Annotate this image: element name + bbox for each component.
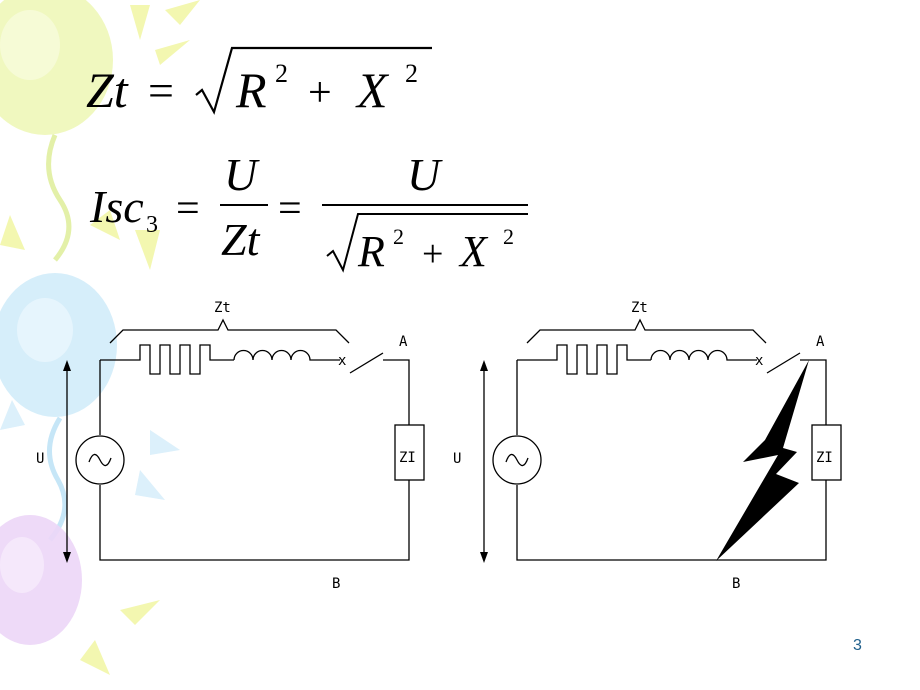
equals-sign: = <box>176 186 200 232</box>
plus-sign: + <box>422 233 443 275</box>
impedance-brace <box>526 318 767 344</box>
ac-source <box>492 435 542 485</box>
zt-symbol: Zt <box>86 62 129 118</box>
node-a-label: A <box>816 334 825 350</box>
equals-sign: = <box>278 186 302 232</box>
sparkle-rays <box>0 0 200 675</box>
load-label: ZI <box>816 450 833 466</box>
fraction-numerator-u: U <box>407 149 443 200</box>
circuit-wire-right <box>800 359 827 425</box>
circuit-wire-bottom <box>516 480 827 561</box>
voltage-arrowhead-bottom <box>63 552 71 563</box>
impedance-equation: Zt = R 2 + X 2 <box>86 46 432 118</box>
circuit-normal: Zt x A ZI U B <box>36 300 425 592</box>
breaker-cross: x <box>338 353 346 369</box>
page-number: 3 <box>853 637 862 654</box>
switch-blade <box>766 352 801 374</box>
equals-sign: = <box>148 65 174 116</box>
zt-label: Zt <box>631 300 648 316</box>
blue-balloon-highlight <box>17 298 73 362</box>
fraction-numerator-u: U <box>224 149 260 200</box>
fraction-denominator-zt: Zt <box>221 214 261 265</box>
x-symbol: X <box>355 62 390 118</box>
sine-wave-icon <box>88 453 112 467</box>
breaker-cross: x <box>755 353 763 369</box>
inductor <box>233 349 340 361</box>
r-exponent: 2 <box>275 59 288 88</box>
x-exponent: 2 <box>405 59 418 88</box>
switch-blade <box>349 352 384 374</box>
lightning-bolt-icon <box>716 360 809 561</box>
circuit-wire-top <box>100 344 234 375</box>
isc-symbol: Isc <box>89 181 144 232</box>
voltage-arrowhead-top <box>63 360 71 371</box>
circuit-wire-right <box>383 359 410 425</box>
voltage-arrowhead-bottom <box>480 552 488 563</box>
balloon-string <box>46 134 72 262</box>
voltage-label: U <box>453 451 461 467</box>
node-a-label: A <box>399 334 408 350</box>
impedance-brace <box>109 318 350 344</box>
circuit-wire-top <box>517 344 651 375</box>
circuit-fault: Zt x A ZI U B <box>453 300 842 592</box>
node-b-label: B <box>732 576 740 592</box>
node-b-label: B <box>332 576 340 592</box>
decorative-balloons <box>0 0 200 675</box>
purple-balloon-highlight <box>0 537 44 593</box>
voltage-label: U <box>36 451 44 467</box>
balloon-string <box>47 416 68 542</box>
square-root-sign <box>326 213 528 273</box>
short-circuit-current-equation: Isc 3 = U Zt = U R 2 + X 2 <box>89 149 528 276</box>
yellow-balloon-highlight <box>0 10 60 80</box>
load-label: ZI <box>399 450 416 466</box>
x-exponent: 2 <box>503 224 514 249</box>
zt-label: Zt <box>214 300 231 316</box>
x-symbol: X <box>458 227 489 276</box>
voltage-arrowhead-top <box>480 360 488 371</box>
r-exponent: 2 <box>393 224 404 249</box>
isc-subscript: 3 <box>146 212 158 238</box>
circuit-wire-bottom <box>99 480 410 561</box>
inductor <box>650 349 757 361</box>
r-symbol: R <box>235 62 267 118</box>
sparkle-rays-blue <box>0 400 180 500</box>
plus-sign: + <box>308 70 332 116</box>
square-root-sign <box>195 46 432 115</box>
r-symbol: R <box>357 227 385 276</box>
sine-wave-icon <box>505 453 529 467</box>
ac-source <box>75 435 125 485</box>
